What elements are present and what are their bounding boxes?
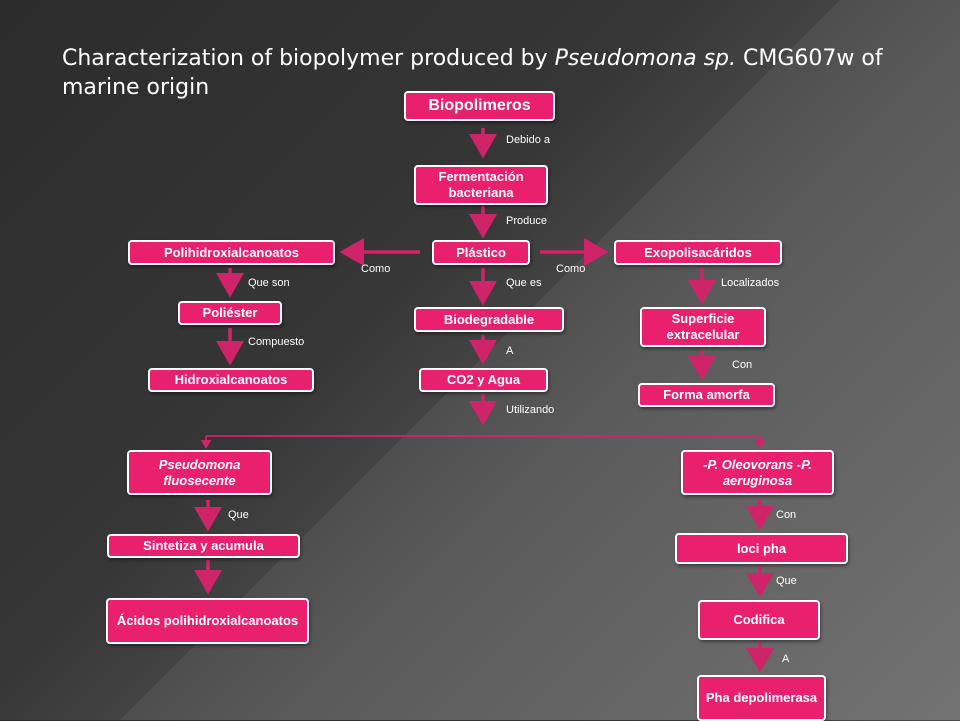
node-pha-depolimerasa: Pha depolimerasa xyxy=(697,675,826,721)
label-con-2: Con xyxy=(776,509,797,521)
node-exopolisacaridos: Exopolisacáridos xyxy=(614,240,782,265)
label-produce: Produce xyxy=(506,215,547,227)
label-con-1: Con xyxy=(732,359,753,371)
node-oleovorans-aeruginosa: -P. Oleovorans -P. aeruginosa xyxy=(681,450,834,495)
label-que-son: Que son xyxy=(248,277,290,289)
label-que-1: Que xyxy=(228,509,249,521)
node-polihidroxialcanoatos: Polihidroxialcanoatos xyxy=(128,240,335,265)
label-a-2: A xyxy=(782,653,790,665)
node-loci-pha: loci pha xyxy=(675,533,848,564)
node-poliester: Poliéster xyxy=(178,301,282,325)
node-plastico: Plástico xyxy=(432,240,530,265)
label-compuesto: Compuesto xyxy=(248,336,305,348)
node-co2-y-agua: CO2 y Agua xyxy=(419,368,548,392)
label-como-left: Como xyxy=(361,263,391,275)
label-como-right: Como xyxy=(556,263,586,275)
node-codifica: Codifica xyxy=(698,600,820,640)
label-a-1: A xyxy=(506,345,514,357)
node-hidroxialcanoatos: Hidroxialcanoatos xyxy=(148,368,314,392)
node-biodegradable: Biodegradable xyxy=(414,307,564,332)
label-que-es: Que es xyxy=(506,277,542,289)
page-title: Characterization of biopolymer produced … xyxy=(62,46,883,100)
node-superficie-extracelular: Superficie extracelular xyxy=(640,307,766,347)
node-pseudomona-fluosecente: Pseudomona fluosecente xyxy=(127,450,272,495)
title-species: Pseudomona sp. xyxy=(554,46,737,71)
label-que-2: Que xyxy=(776,575,797,587)
node-sintetiza-y-acumula: Sintetiza y acumula xyxy=(107,534,300,558)
node-fermentacion-bacteriana: Fermentación bacteriana xyxy=(414,165,548,205)
node-biopolimeros: Biopolimeros xyxy=(404,91,555,121)
label-localizados: Localizados xyxy=(721,277,780,289)
label-utilizando: Utilizando xyxy=(506,404,555,416)
node-acidos-polihidroxialcanoatos: Ácidos polihidroxialcanoatos xyxy=(106,598,309,644)
node-forma-amorfa: Forma amorfa xyxy=(638,383,775,407)
label-debido-a: Debido a xyxy=(506,134,551,146)
